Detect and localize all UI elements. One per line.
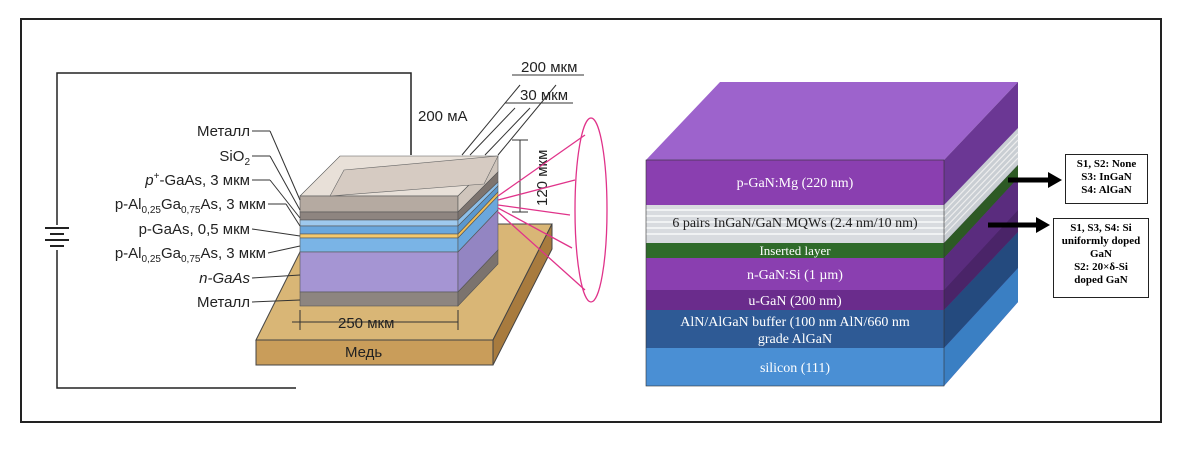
label-current: 200 мА xyxy=(418,108,468,125)
label-p-algaas-1: p-Al0,25Ga0,75As, 3 мкм xyxy=(115,196,266,216)
layer-buffer-label-2: grade AlGaN xyxy=(758,332,832,347)
sample-box-mqw: S1, S2: None S3: InGaN S4: AlGaN xyxy=(1065,154,1148,204)
layer-ngan-label: n-GaN:Si (1 µm) xyxy=(747,268,843,283)
laser-beam xyxy=(497,117,608,303)
layer-inserted-label: Inserted layer xyxy=(759,243,831,258)
label-copper: Медь xyxy=(345,344,382,361)
layer-silicon-label: silicon (111) xyxy=(760,361,830,376)
arrow-to-box1 xyxy=(1008,172,1062,188)
label-dim-30: 30 мкм xyxy=(520,87,568,104)
circuit-wire xyxy=(56,72,412,389)
layer-pgan-label: p-GaN:Mg (220 nm) xyxy=(737,176,854,191)
label-leaders xyxy=(251,130,301,303)
sample-box-ngan: S1, S3, S4: Si uniformly doped GaN S2: 2… xyxy=(1053,218,1149,298)
label-metal-bottom: Металл xyxy=(197,294,250,311)
battery-icon xyxy=(45,227,69,247)
arrow-to-box2 xyxy=(988,217,1050,233)
led-stack xyxy=(645,82,1019,387)
label-dim-250: 250 мкм xyxy=(338,315,394,332)
dimension-lines xyxy=(292,74,584,330)
label-sio2: SiO2 xyxy=(219,148,250,168)
label-p-gaas-thin: p-GaAs, 0,5 мкм xyxy=(139,221,250,238)
label-p-gaas: p+-GaAs, 3 мкм xyxy=(144,171,250,189)
label-p-algaas-2: p-Al0,25Ga0,75As, 3 мкм xyxy=(115,245,266,265)
figure-frame xyxy=(20,18,1162,423)
laser-chip xyxy=(299,155,499,307)
label-metal-top: Металл xyxy=(197,123,250,140)
layer-ugan-label: u-GaN (200 nm) xyxy=(748,294,842,309)
layer-mqw-label: 6 pairs InGaN/GaN MQWs (2.4 nm/10 nm) xyxy=(672,216,918,231)
label-dim-200: 200 мкм xyxy=(521,59,577,76)
label-dim-120: 120 мкм xyxy=(534,150,551,206)
label-n-gaas: n-GaAs xyxy=(199,270,250,287)
layer-buffer-label-1: AlN/AlGaN buffer (100 nm AlN/660 nm xyxy=(680,315,910,330)
